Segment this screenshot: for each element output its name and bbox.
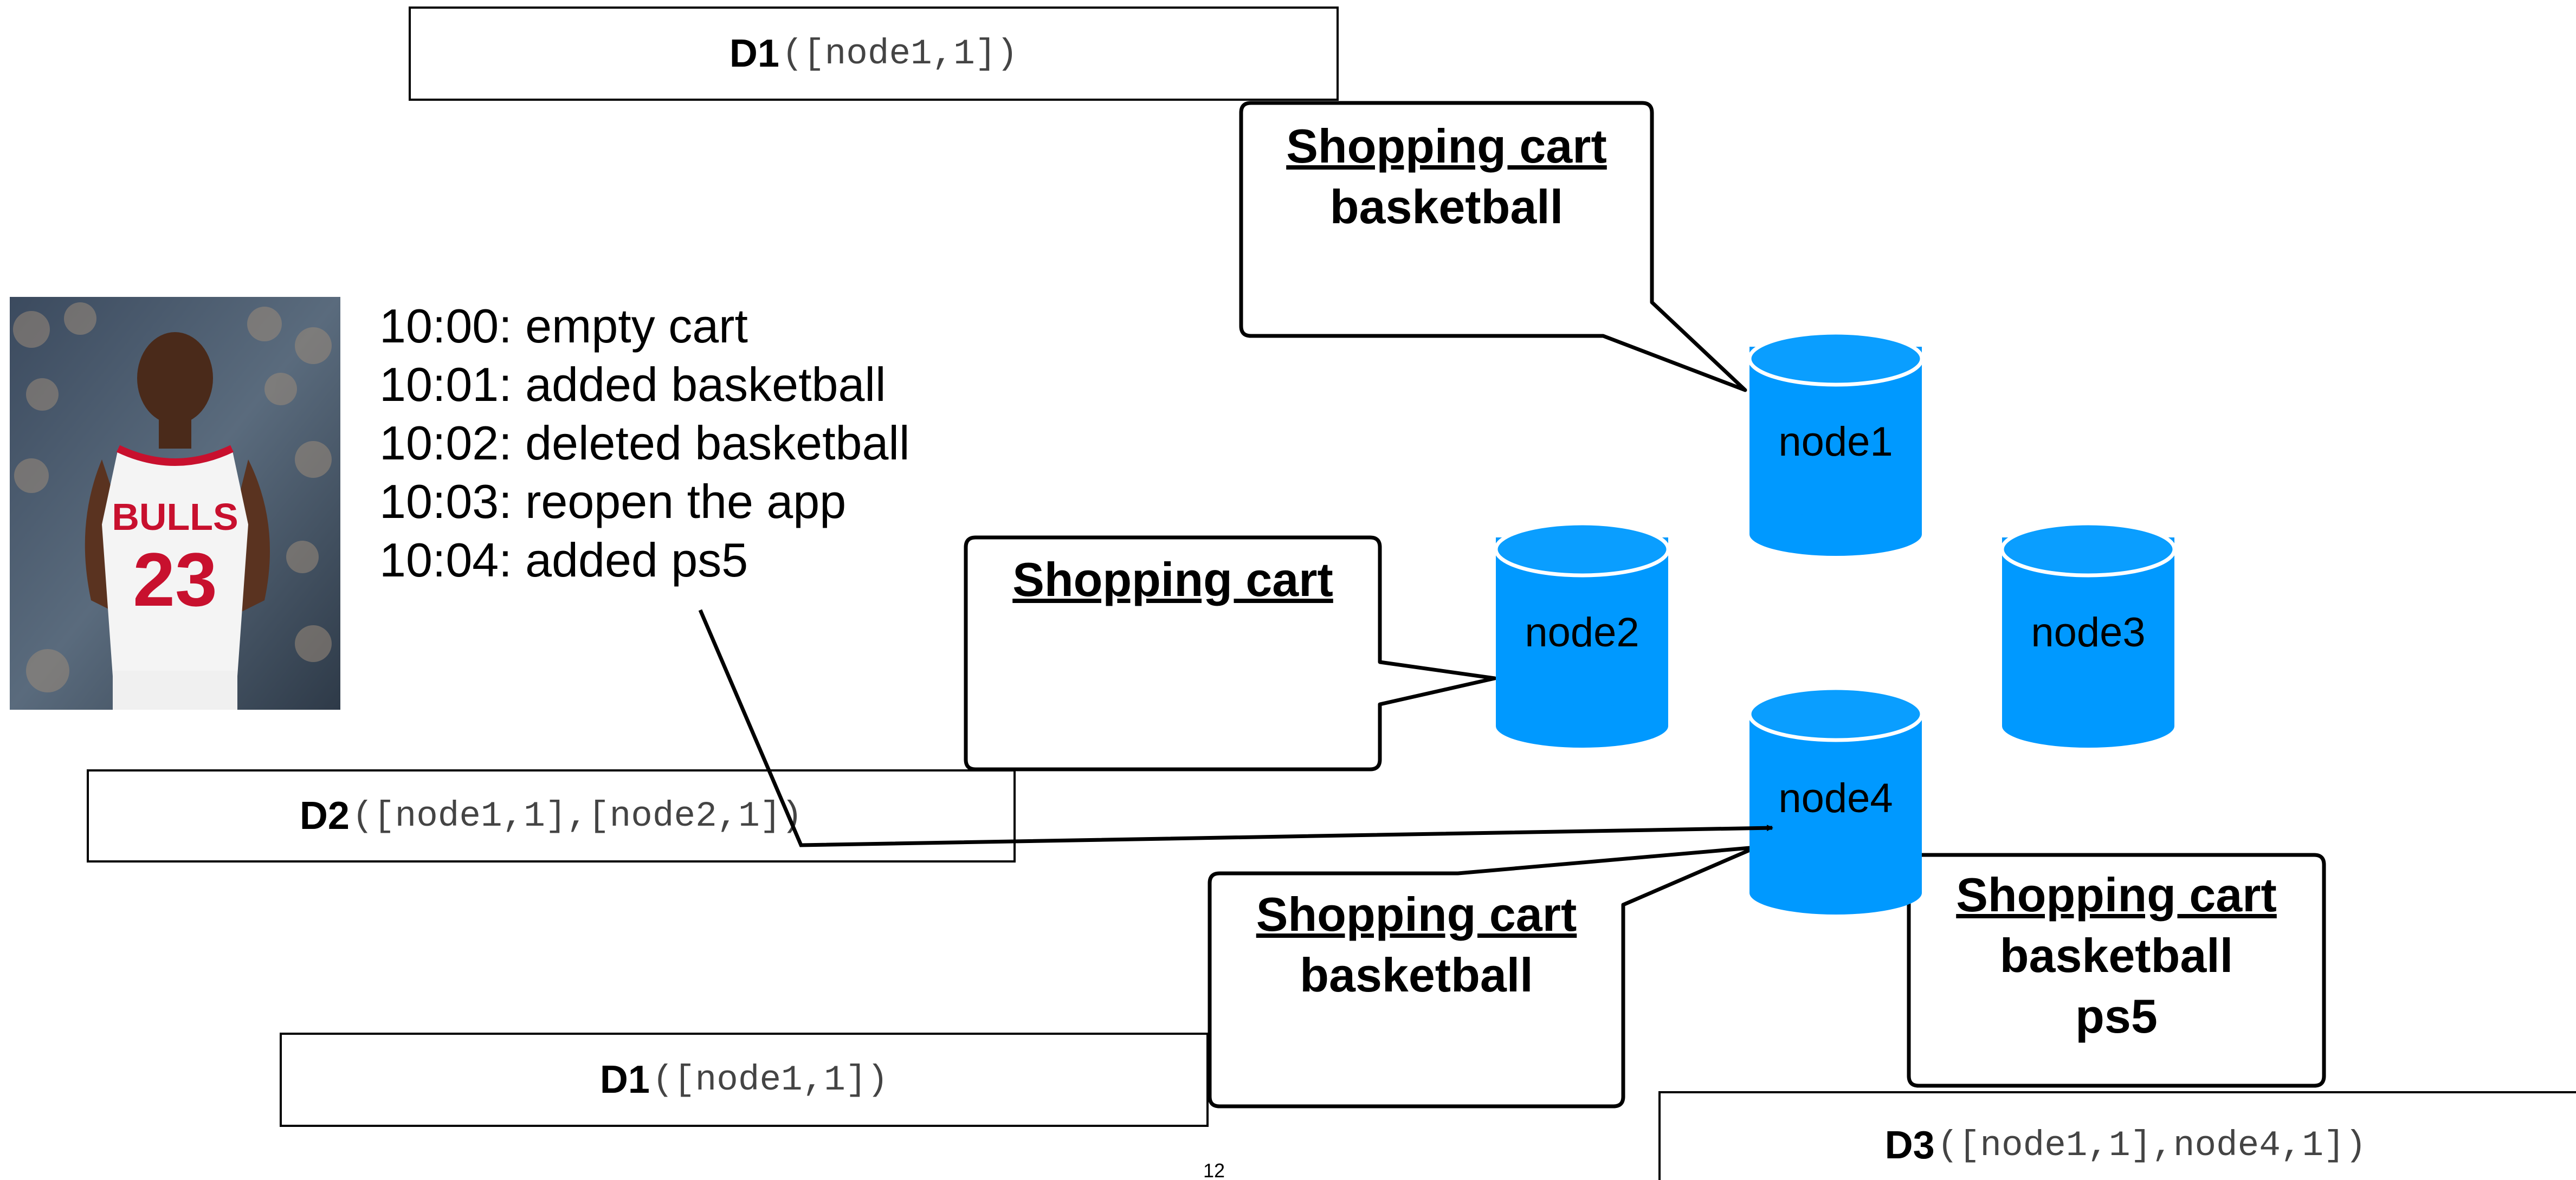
node2-label: node2: [1525, 610, 1639, 656]
node3-label: node3: [2031, 610, 2146, 656]
database-node4-icon: [1747, 686, 1924, 915]
vector-box-d2: D2 ([node1,1],[node2,1]): [87, 769, 1016, 863]
bubble-title: Shopping cart: [1012, 553, 1333, 606]
vector-clock: ([node1,1]): [652, 1059, 889, 1100]
bubble-node4-right-text: Shopping cart basketball ps5: [1909, 865, 2324, 1047]
vector-clock: ([node1,1]): [782, 33, 1018, 74]
log-line: 10:03: reopen the app: [379, 475, 847, 528]
database-node2-icon: [1494, 521, 1670, 748]
database-node3-icon: [2000, 521, 2177, 748]
bubble-node1-text: Shopping cart basketball: [1241, 116, 1652, 237]
bubble-title: Shopping cart: [1256, 887, 1577, 941]
log-line: 10:02: deleted basketball: [379, 416, 910, 470]
callout-node4-left: [1208, 845, 1758, 1108]
vector-box-d1-top: D1 ([node1,1]): [409, 7, 1339, 101]
log-line: 10:04: added ps5: [379, 533, 748, 587]
cart-item: basketball: [1300, 948, 1533, 1002]
version-label: D3: [1884, 1124, 1935, 1167]
callout-node1: [1239, 101, 1747, 392]
bubble-node2-text: Shopping cart: [966, 549, 1380, 610]
cart-item: ps5: [2075, 989, 2158, 1043]
log-line: 10:00: empty cart: [379, 299, 748, 353]
node4-label: node4: [1778, 775, 1893, 821]
version-label: D1: [599, 1058, 650, 1101]
event-log: 10:00: empty cart 10:01: added basketbal…: [379, 297, 910, 589]
vector-box-d3: D3 ([node1,1],node4,1]): [1658, 1091, 2576, 1180]
bubble-node4-left-text: Shopping cart basketball: [1210, 884, 1623, 1006]
player-photo: BULLS 23: [10, 297, 340, 710]
jersey-text: BULLS: [112, 496, 238, 538]
jersey-number: 23: [133, 537, 217, 622]
callout-node2: [964, 535, 1497, 771]
version-label: D1: [729, 32, 779, 75]
bubble-title: Shopping cart: [1286, 119, 1607, 173]
node1-label: node1: [1778, 419, 1893, 465]
log-line: 10:01: added basketball: [379, 358, 886, 411]
bubble-title: Shopping cart: [1956, 868, 2277, 922]
cart-item: basketball: [1329, 180, 1564, 234]
arrow-to-node4: [698, 609, 1773, 847]
cart-item: basketball: [1999, 929, 2233, 982]
page-number: 12: [1203, 1159, 1225, 1180]
callout-node4-right: [1872, 853, 2326, 1088]
version-label: D2: [299, 794, 350, 838]
database-node1-icon: [1747, 330, 1924, 556]
vector-clock: ([node1,1],node4,1]): [1937, 1125, 2367, 1166]
vector-box-d1-bottom: D1 ([node1,1]): [280, 1033, 1209, 1127]
vector-clock: ([node1,1],[node2,1]): [352, 795, 803, 837]
